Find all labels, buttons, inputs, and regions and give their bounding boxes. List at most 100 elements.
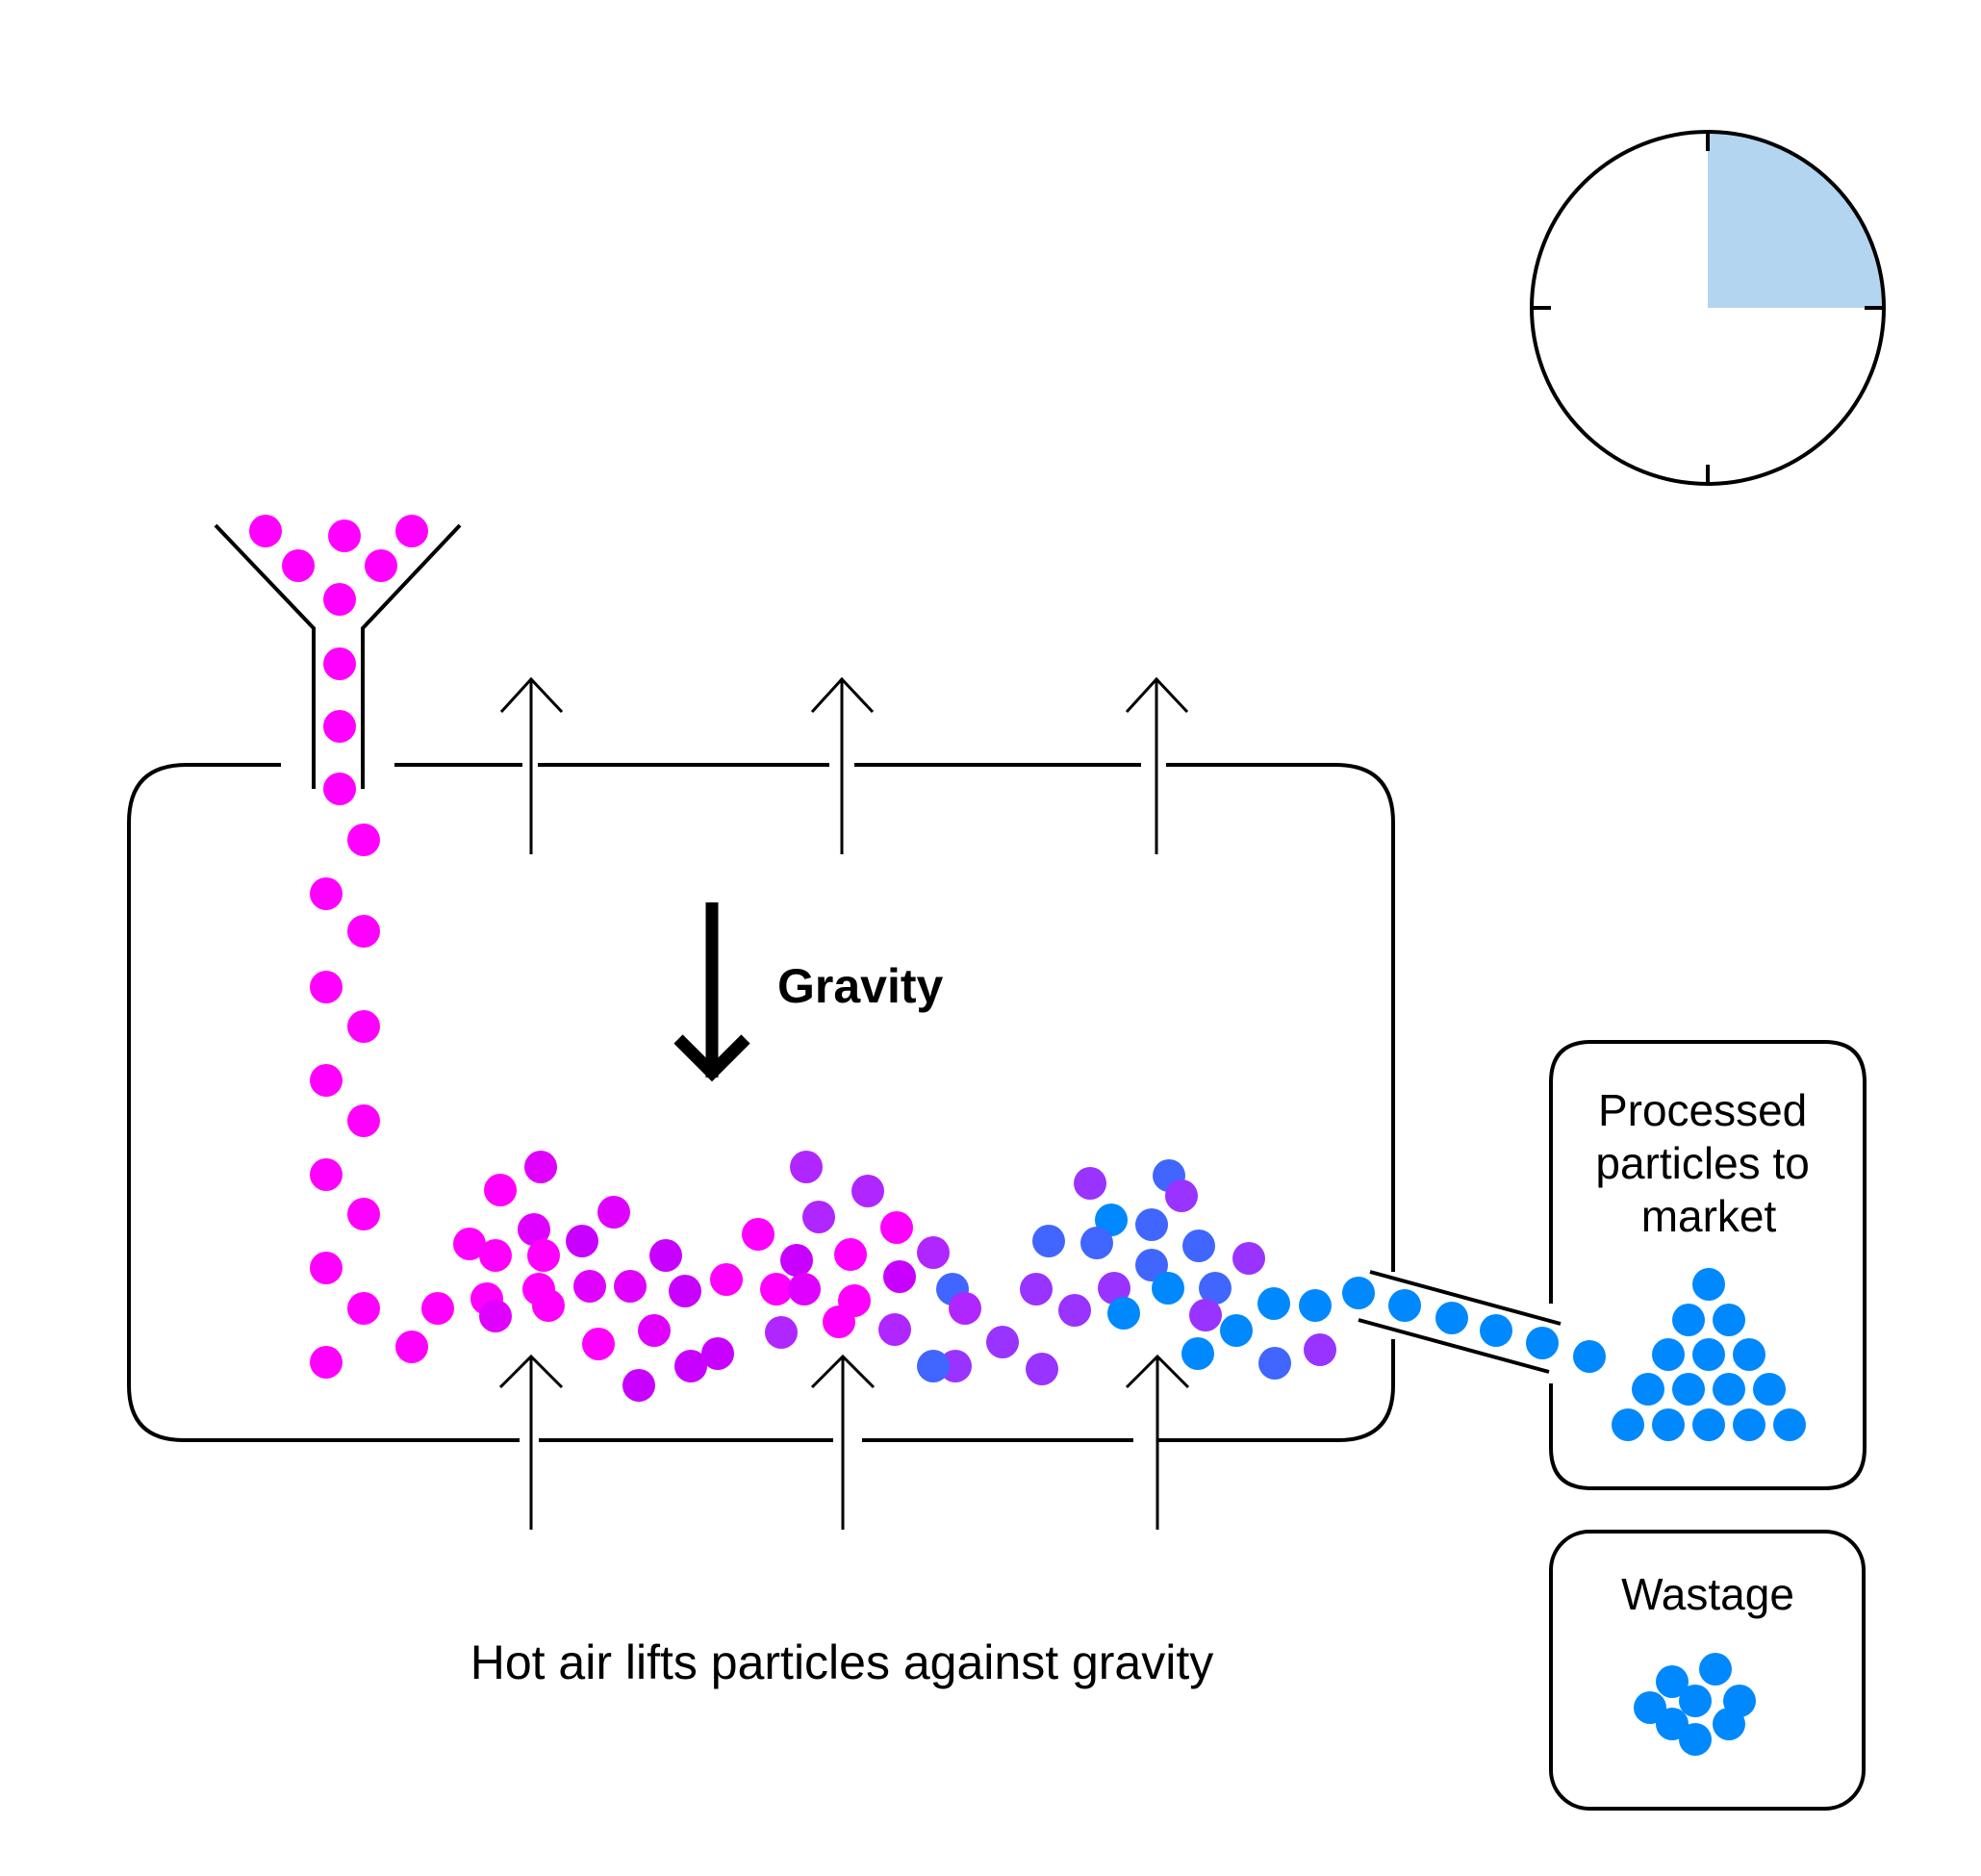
particle-chute — [1435, 1302, 1468, 1334]
chute-top-wall — [1369, 1270, 1562, 1326]
particle-pile — [1304, 1333, 1336, 1366]
particle-funnel — [365, 549, 397, 582]
particle-pile — [638, 1314, 671, 1347]
particle-neck — [323, 647, 356, 680]
particle-chute — [1388, 1289, 1421, 1322]
particle-processed — [1652, 1408, 1685, 1441]
processed-particles-box: Processed particles to market — [1549, 1040, 1867, 1490]
particle-funnel — [323, 583, 356, 616]
particle-pile — [1220, 1314, 1253, 1347]
particle-pile — [1199, 1272, 1232, 1305]
particle-wastage — [1656, 1708, 1689, 1740]
particle-processed — [1672, 1304, 1705, 1336]
particle-wastage — [1679, 1685, 1712, 1717]
particle-pile — [742, 1218, 775, 1251]
particle-pile — [760, 1273, 793, 1306]
chute-bottom-wall — [1358, 1318, 1550, 1374]
particle-fall — [310, 971, 343, 1003]
particle-pile — [1182, 1230, 1215, 1262]
particle-pile — [823, 1306, 855, 1338]
particle-pile — [780, 1244, 813, 1277]
particle-chute — [1526, 1327, 1559, 1359]
particle-pile — [527, 1239, 560, 1272]
particle-pile — [395, 1331, 428, 1363]
particle-processed — [1713, 1304, 1745, 1336]
particle-pile — [1098, 1272, 1130, 1305]
particle-pile — [1107, 1297, 1140, 1330]
particle-wastage — [1699, 1653, 1732, 1686]
particle-pile — [597, 1196, 630, 1229]
particle-pile — [1135, 1208, 1168, 1241]
feed-funnel — [214, 523, 462, 789]
wastage-box-frame — [1549, 1530, 1866, 1811]
particle-processed — [1733, 1408, 1765, 1441]
particle-pile — [582, 1328, 615, 1360]
up-arrow-icon — [1125, 676, 1189, 854]
particle-pile — [710, 1263, 743, 1296]
particle-processed — [1692, 1408, 1725, 1441]
funnel-left-wall — [214, 523, 316, 789]
particle-fall — [347, 824, 380, 856]
particle-pile — [674, 1350, 707, 1382]
particle-chute — [1342, 1277, 1375, 1309]
particle-processed — [1692, 1268, 1725, 1301]
particle-pile — [1299, 1289, 1332, 1322]
chamber-bottom-right-corner — [1158, 1339, 1395, 1442]
chamber-top-right-corner — [1166, 763, 1395, 1272]
processed-box-frame — [1549, 1040, 1867, 1490]
diagram-caption: Hot air lifts particles against gravity — [470, 1635, 1214, 1689]
particle-neck — [323, 710, 356, 743]
timer-elapsed-sector — [1708, 134, 1882, 308]
processed-label-line-3: market — [1641, 1191, 1777, 1241]
particle-pile — [1026, 1353, 1058, 1385]
particle-fall — [310, 1346, 343, 1379]
particle-processed — [1652, 1338, 1685, 1371]
particle-pile — [790, 1151, 823, 1183]
up-arrow-icon — [810, 676, 875, 854]
particle-funnel — [395, 515, 428, 547]
particle-pile — [1189, 1299, 1222, 1331]
particle-pile — [518, 1213, 550, 1246]
particle-pile — [524, 1151, 557, 1183]
particle-pile — [649, 1239, 682, 1272]
particle-pile — [1058, 1294, 1091, 1327]
particle-pile — [614, 1270, 647, 1303]
particle-pile — [566, 1225, 598, 1257]
particle-pile — [883, 1260, 916, 1293]
particle-funnel — [282, 549, 315, 582]
particle-processed — [1773, 1408, 1806, 1441]
particle-pile — [701, 1337, 734, 1370]
processed-label-line-2: particles to — [1595, 1138, 1809, 1188]
particle-pile — [479, 1300, 512, 1332]
particle-fall — [347, 1104, 380, 1137]
particle-pile — [1074, 1167, 1106, 1200]
particle-pile — [986, 1326, 1019, 1358]
particle-pile — [532, 1289, 565, 1322]
particle-processed — [1753, 1373, 1786, 1406]
particle-processed — [1692, 1338, 1725, 1371]
particle-processed — [1612, 1408, 1644, 1441]
particle-fall — [347, 1292, 380, 1325]
up-arrow-icon — [1125, 1354, 1190, 1530]
particle-pile — [622, 1369, 655, 1402]
particle-pile — [851, 1175, 884, 1207]
up-arrow-icon — [810, 1354, 876, 1530]
separation-chamber — [127, 763, 1395, 1442]
gravity-label: Gravity — [777, 959, 944, 1013]
particles — [249, 515, 1806, 1756]
particle-pile — [802, 1201, 835, 1233]
particle-processed — [1632, 1373, 1664, 1406]
particle-fall — [310, 1252, 343, 1284]
wastage-box-label: Wastage — [1621, 1569, 1794, 1619]
up-arrow-icon — [498, 1354, 564, 1530]
particle-pile — [949, 1292, 981, 1325]
particle-fall — [347, 1198, 380, 1230]
particle-pile — [669, 1275, 701, 1307]
chamber-top-left-corner — [127, 763, 281, 1385]
processed-label-line-1: Processed — [1598, 1085, 1807, 1135]
particle-processed — [1733, 1338, 1765, 1371]
particle-fall — [310, 1064, 343, 1097]
gravity-indicator: Gravity — [673, 902, 944, 1082]
particle-chute — [1480, 1314, 1512, 1347]
particle-funnel — [328, 520, 361, 552]
